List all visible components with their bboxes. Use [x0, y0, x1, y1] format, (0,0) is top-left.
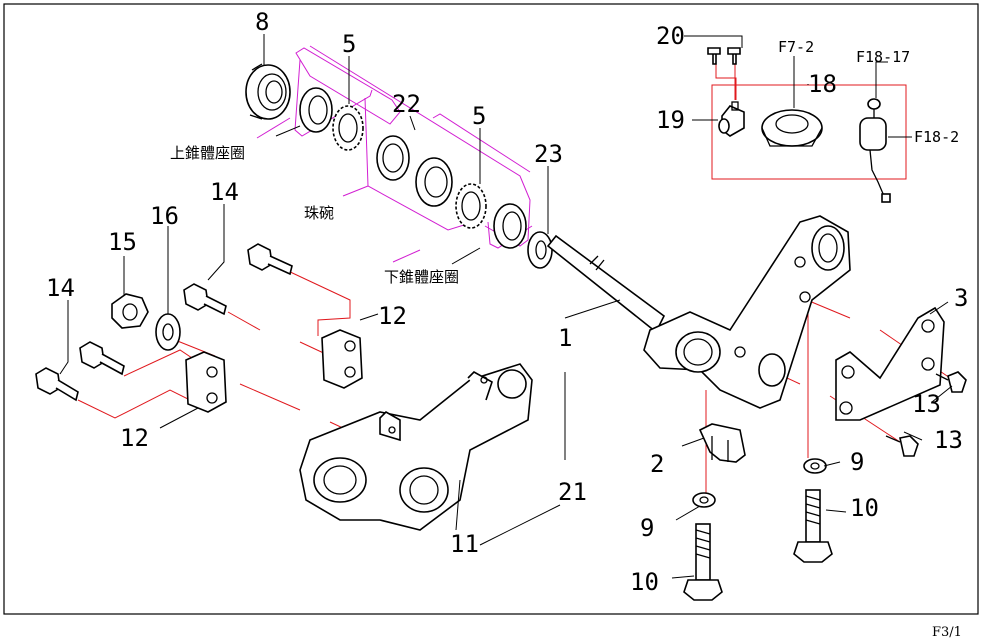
part-1-steering-stem [546, 215, 851, 409]
label-3: 3 [954, 284, 968, 312]
label-11: 11 [450, 530, 479, 558]
part-f7-2-cap [761, 109, 823, 147]
part-12-clamp-upper [321, 329, 363, 389]
label-5-upper: 5 [342, 30, 356, 58]
label-9-right: 9 [850, 448, 864, 476]
part-13-bolt-upper [935, 371, 967, 393]
part-14-bolt-a [247, 243, 293, 276]
label-14-upper: 14 [210, 178, 239, 206]
part-3-bracket [835, 306, 945, 421]
electrical-group-frame [711, 84, 907, 180]
part-8-upper-race [245, 63, 291, 120]
part-2-clip [698, 423, 746, 463]
label-12-lower: 12 [120, 424, 149, 452]
part-5-lower-ball-cage [455, 183, 487, 229]
label-f7-2: F7-2 [778, 38, 814, 56]
part-10-bolt-right [793, 489, 833, 563]
label-16: 16 [150, 202, 179, 230]
part-23-washer [527, 231, 553, 269]
part-10-bolt-left [683, 523, 723, 601]
label-f18-2: F18-2 [914, 128, 959, 146]
page-reference: F3/1 [932, 625, 962, 640]
label-10-left: 10 [630, 568, 659, 596]
part-number-labels: 8 5 22 5 23 20 F7-2 F18-17 18 19 F18-2 3… [46, 8, 968, 596]
part-f18-17-bulb [867, 98, 881, 118]
label-12-upper: 12 [378, 302, 407, 330]
label-22: 22 [392, 90, 421, 118]
label-13-upper: 13 [912, 390, 941, 418]
leader-lines [59, 34, 953, 579]
part-9-washer-left [692, 492, 716, 508]
callout-lower-cone-race: 下錐體座圈 [384, 268, 459, 286]
part-19-switch [718, 101, 745, 137]
part-11-upper-bracket [299, 363, 533, 531]
part-5-ball-cage [332, 105, 364, 151]
label-20: 20 [656, 22, 685, 50]
part-14-bolt-c [79, 341, 125, 376]
label-5-lower: 5 [472, 102, 486, 130]
label-23: 23 [534, 140, 563, 168]
callout-labels: 上錐體座圈 珠碗 下錐體座圈 [170, 144, 459, 286]
part-22-ball-race [376, 135, 453, 207]
label-1: 1 [558, 324, 572, 352]
part-20-screws [707, 47, 741, 65]
label-21: 21 [558, 478, 587, 506]
part-12-clamp-lower [185, 351, 227, 413]
part-9-washer-right [803, 458, 827, 474]
label-8: 8 [255, 8, 269, 36]
cone-race-ring [299, 87, 333, 133]
label-2: 2 [650, 450, 664, 478]
label-f18-17: F18-17 [856, 48, 910, 66]
part-14-bolt-b [183, 283, 227, 316]
part-f18-2-sensor [859, 117, 891, 203]
label-15: 15 [108, 228, 137, 256]
part-14-bolt-d [35, 367, 79, 402]
label-19: 19 [656, 106, 685, 134]
label-14-lower: 14 [46, 274, 75, 302]
callout-ball-race: 珠碗 [304, 204, 334, 222]
drawing-frame [3, 3, 979, 615]
lower-cone-race-ring [493, 203, 527, 249]
label-18: 18 [808, 70, 837, 98]
part-15-nut [111, 293, 149, 329]
label-13-lower: 13 [934, 426, 963, 454]
callout-upper-cone-race: 上錐體座圈 [170, 144, 245, 162]
label-9-left: 9 [640, 514, 654, 542]
label-10-right: 10 [850, 494, 879, 522]
part-16-washer [155, 313, 181, 351]
part-13-bolt-lower [885, 435, 919, 457]
